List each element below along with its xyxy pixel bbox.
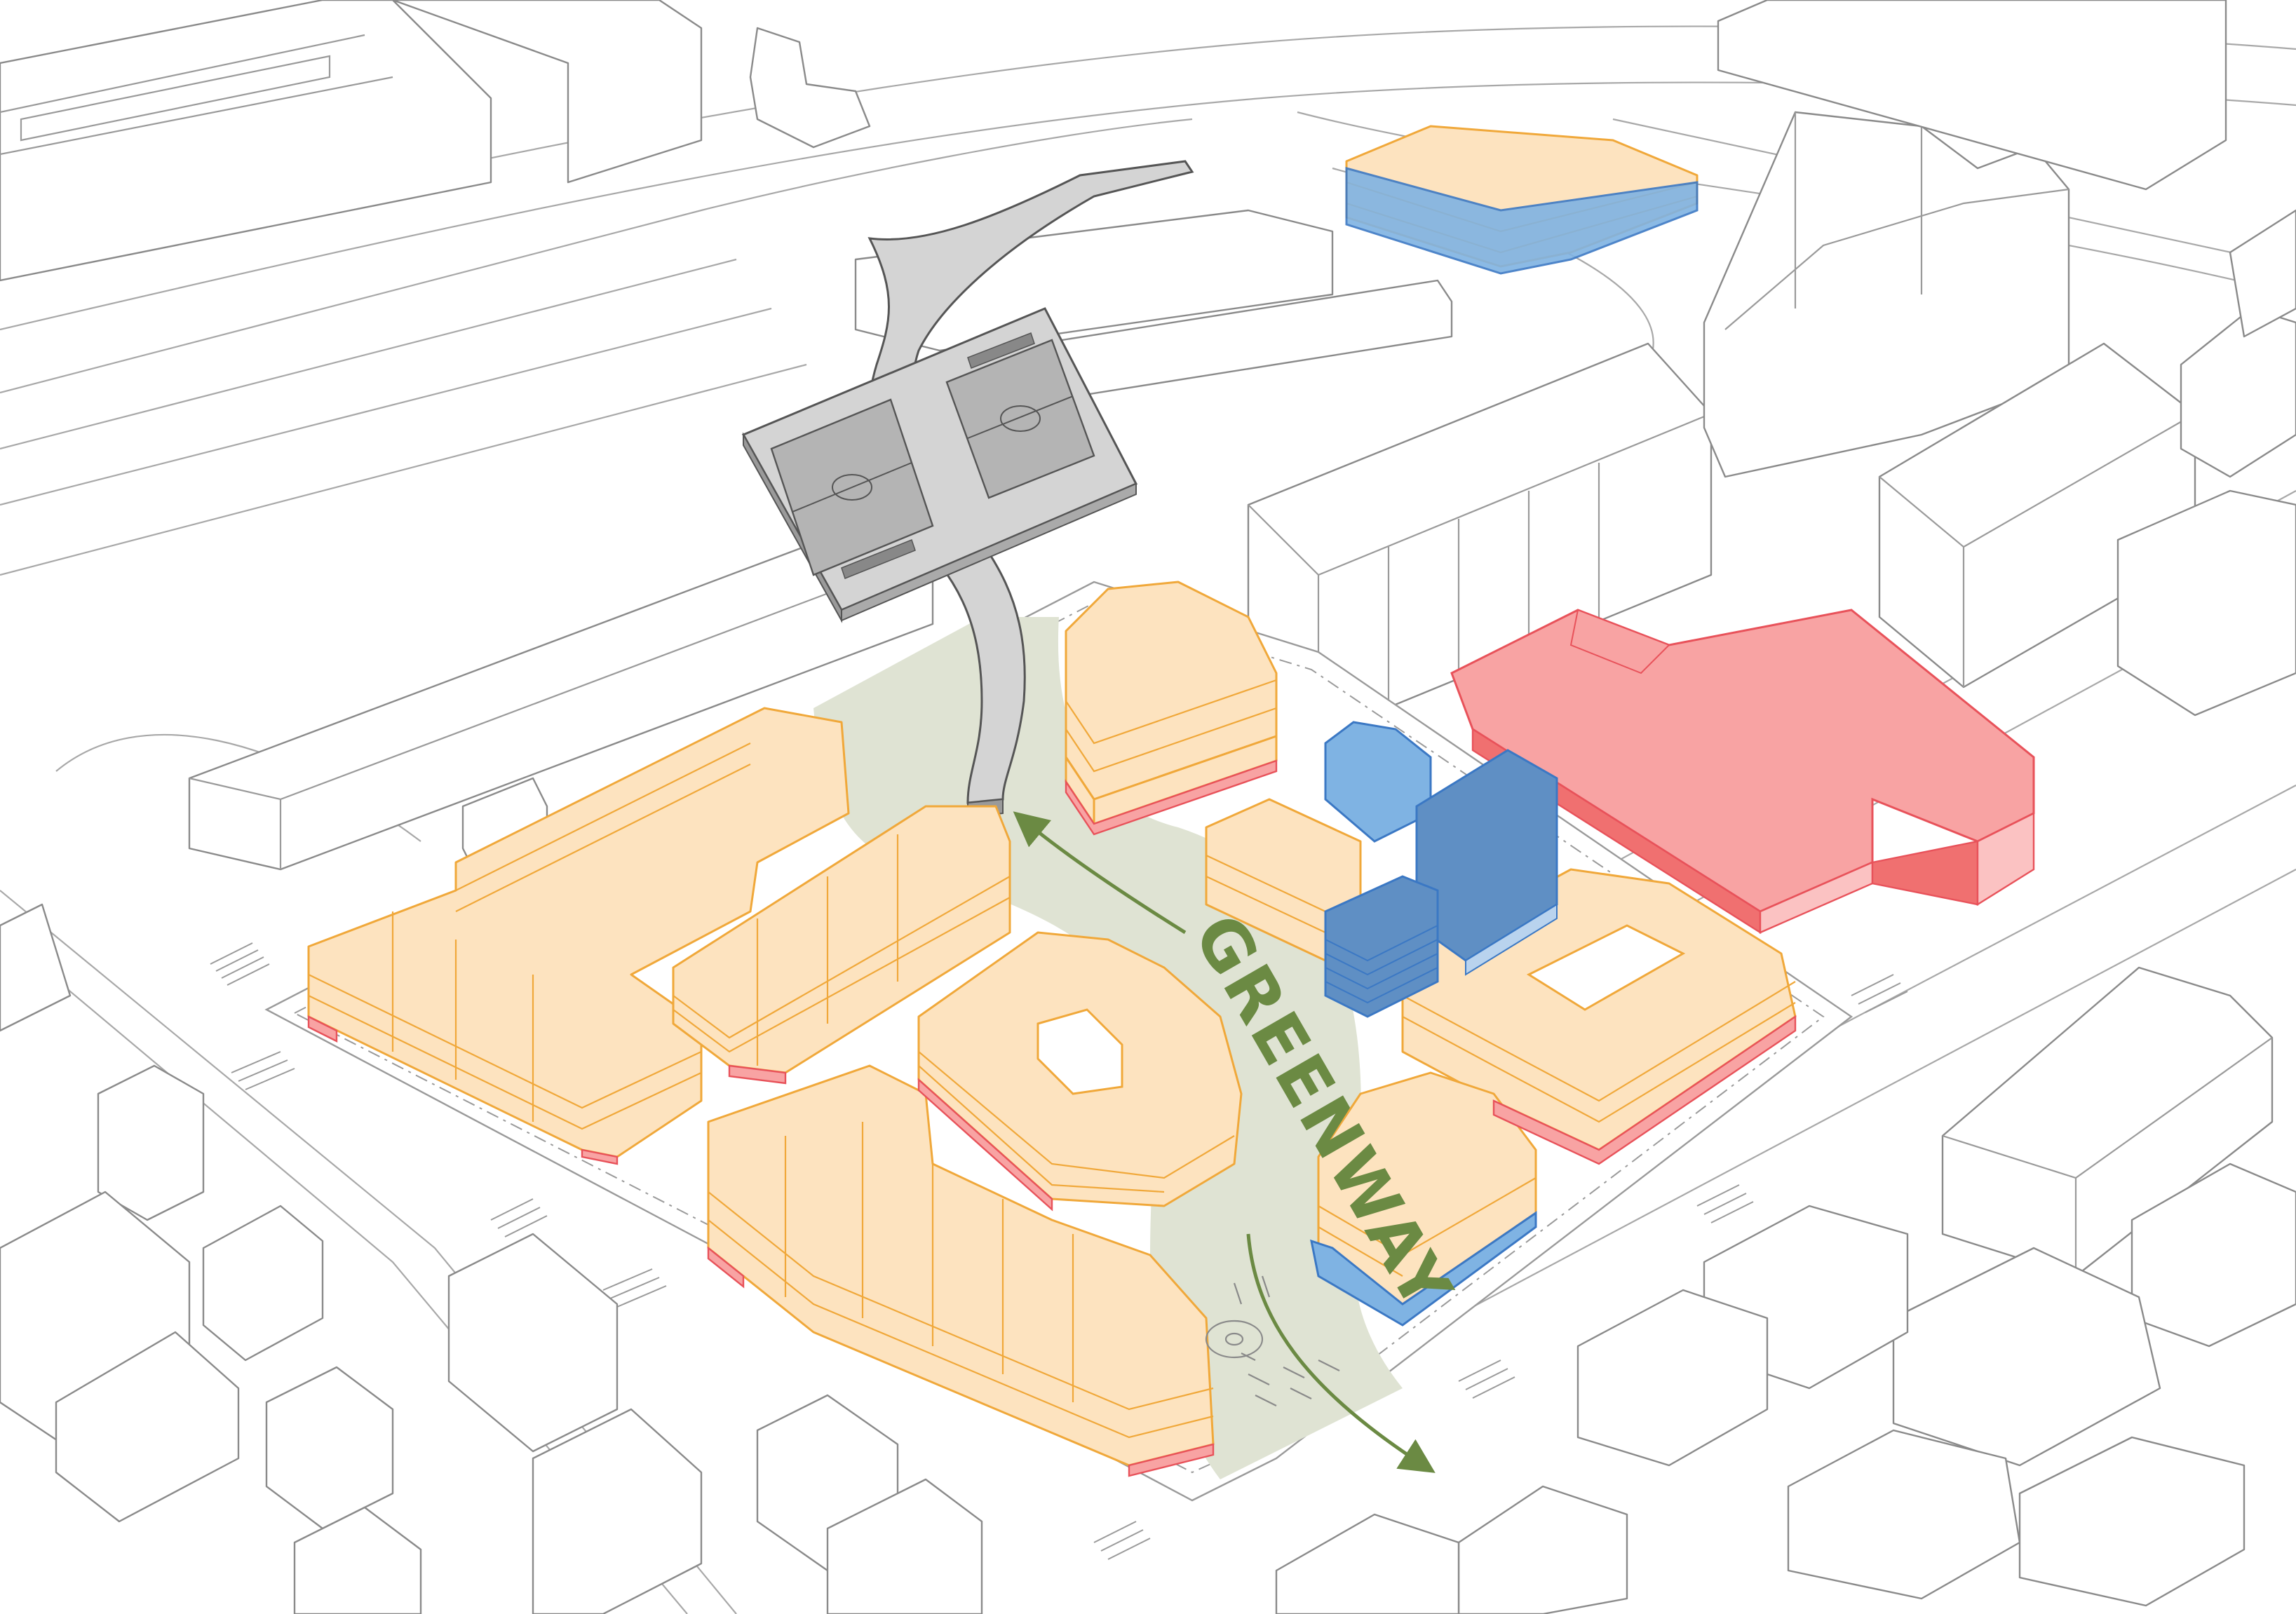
retail-bases <box>307 759 1797 1477</box>
sports-deck <box>741 307 1138 623</box>
curved-arrow-icon <box>1013 811 1436 1473</box>
soccer-field-icon <box>945 339 1095 499</box>
plaza-elements <box>1205 1275 1340 1406</box>
crosswalks <box>210 942 1908 1560</box>
office-buildings <box>1310 167 1699 1327</box>
